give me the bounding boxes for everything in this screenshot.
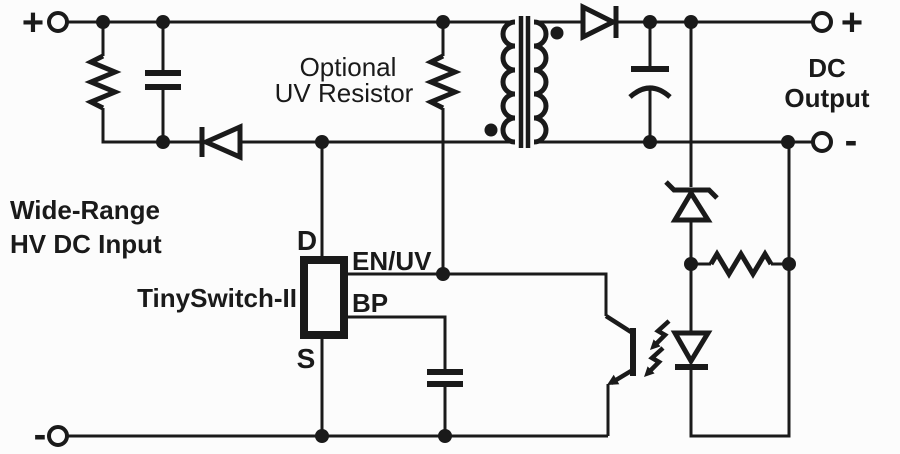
pin-label-source: S bbox=[297, 343, 316, 374]
flyback-transformer bbox=[484, 16, 564, 148]
clamp-diode bbox=[199, 123, 243, 161]
output-plus-sign: + bbox=[841, 2, 863, 44]
junction-dot bbox=[436, 267, 450, 281]
junction-dot bbox=[684, 257, 698, 271]
light-arrows bbox=[644, 319, 671, 377]
uv-resistor bbox=[424, 22, 462, 274]
led-triangle-icon bbox=[670, 330, 713, 366]
junction-dot bbox=[156, 15, 170, 29]
output-capacitor bbox=[628, 66, 672, 99]
output-caption-line2: Output bbox=[784, 83, 870, 113]
uv-resistor-caption-line1: Optional bbox=[300, 52, 397, 82]
output-minus-sign: - bbox=[845, 120, 858, 162]
collector-slant bbox=[604, 314, 633, 334]
junction-dot bbox=[438, 429, 452, 443]
pin-label-enable: EN/UV bbox=[352, 246, 432, 276]
diode-triangle-icon bbox=[580, 2, 619, 42]
clamp-capacitor bbox=[145, 22, 181, 142]
tinyswitch-ic bbox=[300, 256, 348, 339]
resistor-zigzag-icon bbox=[708, 249, 774, 279]
input-negative-terminal bbox=[47, 425, 69, 447]
primary-winding-icon bbox=[500, 19, 516, 145]
bypass-capacitor bbox=[427, 369, 463, 387]
diode-triangle-icon bbox=[199, 123, 243, 161]
output-negative-terminal bbox=[811, 131, 833, 153]
secondary-winding-icon bbox=[533, 19, 549, 145]
pin-label-bypass: BP bbox=[352, 288, 388, 318]
output-caption-line1: DC bbox=[808, 53, 846, 83]
junction-dot bbox=[643, 15, 657, 29]
uv-resistor-caption-line2: UV Resistor bbox=[275, 78, 414, 108]
light-bolt-icon bbox=[652, 319, 671, 348]
junction-dot bbox=[315, 135, 329, 149]
junction-dot bbox=[684, 15, 698, 29]
resistor-zigzag-icon bbox=[424, 53, 462, 111]
output-positive-terminal bbox=[811, 11, 833, 33]
bp-wire bbox=[344, 315, 447, 371]
resistor-zigzag-icon bbox=[84, 53, 122, 111]
secondary-phase-dot bbox=[550, 26, 564, 40]
feedback-return-wire bbox=[689, 142, 791, 438]
input-positive-terminal bbox=[47, 11, 69, 33]
feedback-resistor bbox=[708, 249, 774, 279]
zener-diode bbox=[664, 180, 719, 223]
input-caption-line1: Wide-Range bbox=[10, 195, 160, 225]
junction-dot bbox=[782, 257, 796, 271]
junction-dots bbox=[96, 15, 796, 443]
pin-label-drain: D bbox=[297, 225, 317, 256]
clamp-resistor bbox=[84, 22, 163, 144]
light-bolt-arrowhead bbox=[650, 339, 661, 350]
ic-body bbox=[300, 256, 348, 339]
labels: + - + - Optional UV Resistor Wide-Range … bbox=[10, 2, 870, 454]
junction-dot bbox=[643, 135, 657, 149]
output-diode bbox=[580, 2, 619, 42]
junction-dot bbox=[96, 15, 110, 29]
junction-dot bbox=[156, 135, 170, 149]
light-bolt-arrowhead bbox=[644, 366, 655, 377]
primary-phase-dot bbox=[484, 123, 498, 137]
input-plus-sign: + bbox=[22, 2, 44, 44]
junction-dot bbox=[315, 429, 329, 443]
clamp-resistor-bottom-lead bbox=[101, 108, 163, 144]
junction-dot bbox=[781, 135, 795, 149]
emitter-arrowhead bbox=[607, 374, 620, 385]
input-caption-line2: HV DC Input bbox=[10, 229, 162, 259]
optocoupler-phototransistor bbox=[604, 314, 636, 385]
zener-triangle-icon bbox=[670, 188, 713, 223]
optocoupler-led bbox=[644, 319, 713, 377]
ic-name-label: TinySwitch-II bbox=[137, 283, 297, 313]
enuv-wire bbox=[344, 272, 608, 316]
junction-dot bbox=[436, 15, 450, 29]
light-bolt-icon bbox=[646, 346, 665, 375]
input-minus-sign: - bbox=[34, 414, 47, 454]
capacitor-curved-plate-icon bbox=[628, 85, 672, 99]
terminals bbox=[47, 11, 833, 447]
